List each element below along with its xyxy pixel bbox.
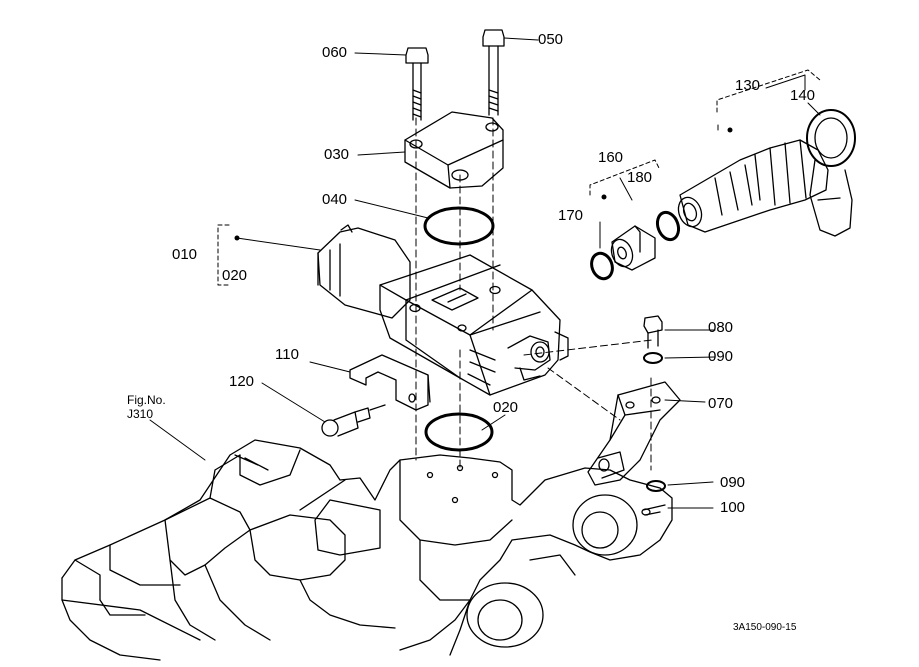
figure-reference: Fig.No. J310 xyxy=(127,393,166,421)
label-100: 100 xyxy=(720,499,746,516)
clip-100 xyxy=(642,505,665,515)
label-140: 140 xyxy=(790,87,816,104)
label-070: 070 xyxy=(708,395,734,412)
tractor-housing xyxy=(62,440,672,660)
dust-cap-140 xyxy=(807,110,855,236)
label-040: 040 xyxy=(322,191,348,208)
group-brackets xyxy=(218,70,820,285)
quick-coupler-130 xyxy=(675,140,828,232)
label-060: 060 xyxy=(322,44,348,61)
label-030: 030 xyxy=(324,146,350,163)
washer-090-upper xyxy=(644,353,662,363)
label-090-upper: 090 xyxy=(708,348,734,365)
bolt-060 xyxy=(406,48,428,120)
figure-reference-line1: Fig.No. xyxy=(127,393,166,407)
label-020-upper: 020 xyxy=(222,267,248,284)
leader-dots xyxy=(234,127,733,241)
figure-reference-line2: J310 xyxy=(127,407,154,421)
label-180: 180 xyxy=(627,169,653,186)
bolt-120 xyxy=(322,405,385,436)
label-120: 120 xyxy=(229,373,255,390)
pin-080 xyxy=(644,316,662,348)
o-ring-170 xyxy=(588,250,616,281)
label-020-lower: 020 xyxy=(493,399,519,416)
drawing-code: 3A150-090-15 xyxy=(733,622,797,633)
label-080: 080 xyxy=(708,319,734,336)
washer-090-lower xyxy=(647,481,665,491)
label-160: 160 xyxy=(598,149,624,166)
bracket-070 xyxy=(588,382,680,485)
label-010: 010 xyxy=(172,246,198,263)
o-ring-180 xyxy=(654,209,682,242)
adapter-160 xyxy=(608,226,655,270)
o-ring-040 xyxy=(425,208,493,244)
label-170: 170 xyxy=(558,207,584,224)
bolt-050 xyxy=(483,30,504,115)
o-ring-020-lower xyxy=(426,414,492,450)
leader-lines xyxy=(150,38,820,508)
label-130: 130 xyxy=(735,77,761,94)
label-110: 110 xyxy=(275,346,299,363)
label-090-lower: 090 xyxy=(720,474,746,491)
control-valve-010 xyxy=(318,225,568,395)
bracket-110 xyxy=(350,355,430,410)
cover-plate-030 xyxy=(405,112,503,188)
label-050: 050 xyxy=(538,31,564,48)
assembly-center-lines xyxy=(416,118,652,470)
